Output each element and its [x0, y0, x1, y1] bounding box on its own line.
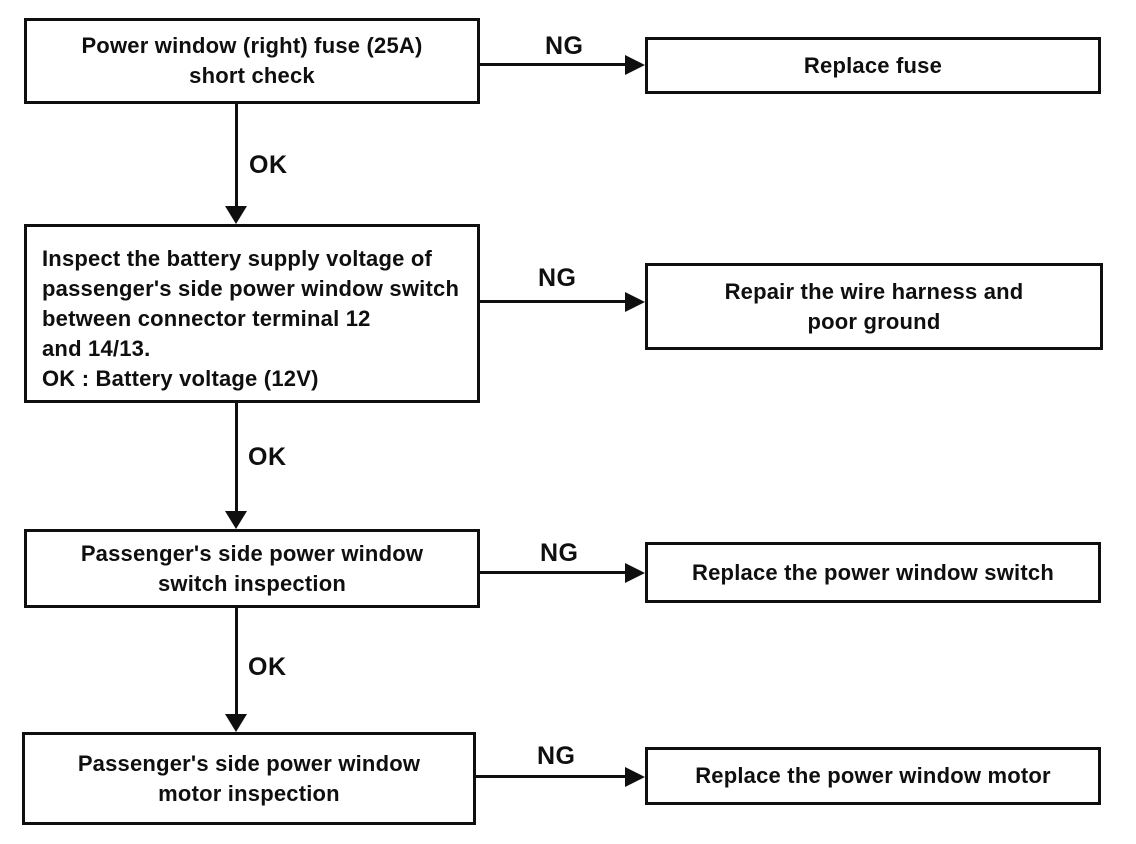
- arrowhead-right-icon: [625, 55, 645, 75]
- check-line: Inspect the battery supply voltage of: [42, 245, 433, 271]
- ng-label-row3: NG: [540, 539, 579, 567]
- arrowhead-right-icon: [625, 563, 645, 583]
- ng-label-row4: NG: [537, 742, 576, 770]
- ng-arrow-row1: [480, 63, 626, 66]
- result-line: Repair the wire harness and: [724, 278, 1024, 304]
- result-line: poor ground: [807, 308, 941, 334]
- ok-arrow-2: [235, 403, 238, 512]
- ok-arrow-3: [235, 608, 238, 715]
- check-line: OK : Battery voltage (12V): [42, 365, 319, 391]
- result-box-replace-fuse: Replace fuse: [645, 37, 1101, 94]
- check-box-switch-inspection: Passenger's side power window switch ins…: [24, 529, 480, 608]
- check-box-battery-voltage-inspection: Inspect the battery supply voltage of pa…: [24, 224, 480, 403]
- result-box-repair-wire-harness: Repair the wire harness and poor ground: [645, 263, 1103, 350]
- ok-label-1: OK: [249, 151, 288, 179]
- ng-label-row2: NG: [538, 264, 577, 292]
- check-line: Passenger's side power window: [80, 540, 424, 566]
- check-box-motor-inspection: Passenger's side power window motor insp…: [22, 732, 476, 825]
- check-line: passenger's side power window switch: [42, 275, 460, 301]
- check-line: motor inspection: [158, 780, 340, 806]
- ok-label-2: OK: [248, 443, 287, 471]
- result-line: Replace the power window motor: [695, 763, 1051, 788]
- ng-arrow-row2: [480, 300, 626, 303]
- check-line: Power window (right) fuse (25A): [81, 33, 423, 58]
- check-box-fuse-short-check: Power window (right) fuse (25A) short ch…: [24, 18, 480, 104]
- check-line: and 14/13.: [42, 335, 151, 361]
- check-line: Passenger's side power window: [77, 750, 421, 776]
- check-line: between connector terminal 12: [42, 305, 371, 331]
- check-line: switch inspection: [158, 570, 346, 596]
- result-box-replace-motor: Replace the power window motor: [645, 747, 1101, 805]
- ng-arrow-row3: [480, 571, 626, 574]
- check-line: short check: [189, 63, 315, 88]
- arrowhead-down-icon: [225, 714, 247, 732]
- ng-arrow-row4: [476, 775, 626, 778]
- arrowhead-right-icon: [625, 767, 645, 787]
- arrowhead-down-icon: [225, 511, 247, 529]
- ok-label-3: OK: [248, 653, 287, 681]
- result-box-replace-switch: Replace the power window switch: [645, 542, 1101, 603]
- arrowhead-down-icon: [225, 206, 247, 224]
- result-line: Replace fuse: [803, 52, 943, 78]
- ng-label-row1: NG: [545, 32, 584, 60]
- arrowhead-right-icon: [625, 292, 645, 312]
- ok-arrow-1: [235, 104, 238, 207]
- result-line: Replace the power window switch: [692, 559, 1054, 585]
